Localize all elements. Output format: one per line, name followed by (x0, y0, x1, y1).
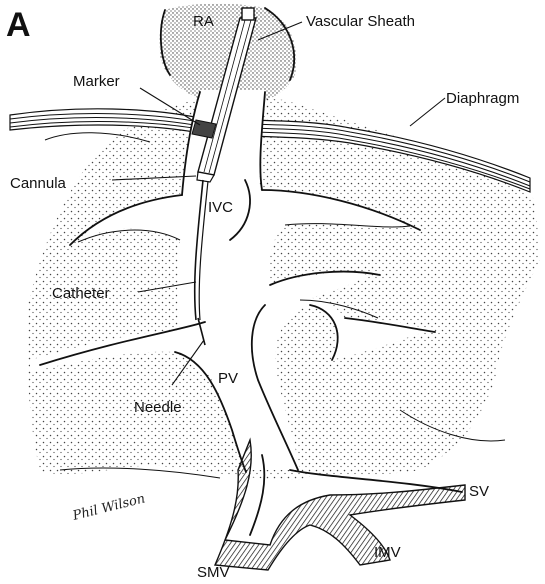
label-needle: Needle (134, 399, 182, 416)
label-sv: SV (469, 483, 489, 500)
label-diaphragm: Diaphragm (446, 90, 519, 107)
label-pv: PV (218, 370, 238, 387)
label-vascular-sheath: Vascular Sheath (306, 13, 415, 30)
label-smv: SMV (197, 564, 230, 581)
artist-signature: Phil Wilson (70, 491, 146, 524)
label-cannula: Cannula (10, 175, 67, 192)
label-marker: Marker (73, 73, 120, 90)
label-ra: RA (193, 13, 214, 30)
label-imv: IMV (374, 544, 401, 561)
label-ivc: IVC (208, 199, 233, 216)
panel-letter: A (6, 6, 31, 44)
label-catheter: Catheter (52, 285, 110, 302)
